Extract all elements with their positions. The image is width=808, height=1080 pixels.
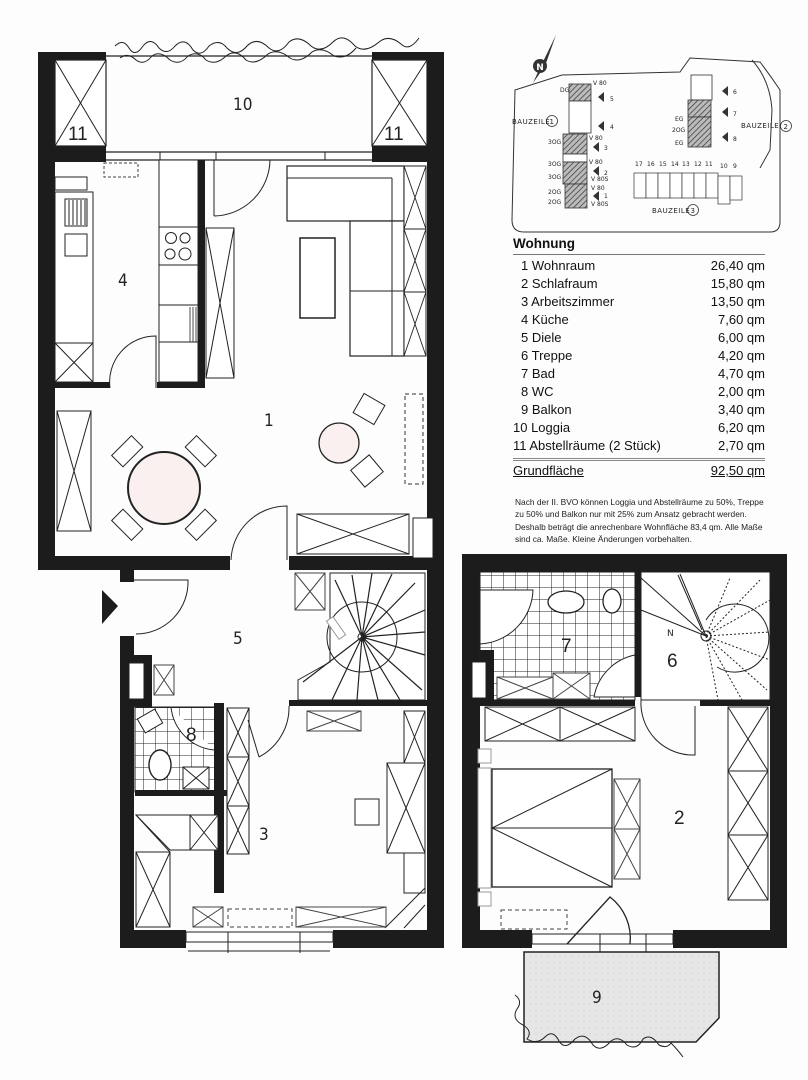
svg-text:2: 2 (604, 170, 608, 177)
sofa-icon (286, 165, 405, 357)
room-label-3: 3 (259, 825, 269, 845)
svg-text:N: N (536, 63, 544, 73)
svg-text:V 80: V 80 (593, 80, 607, 87)
living-kitchen-area: 1 4 (38, 151, 444, 570)
room-label-1: 1 (264, 411, 274, 431)
svg-text:EG: EG (675, 140, 684, 147)
svg-text:2OG: 2OG (548, 199, 562, 206)
svg-text:3: 3 (604, 145, 608, 152)
radiator-icon (64, 198, 88, 257)
svg-text:2: 2 (784, 123, 789, 131)
svg-text:11: 11 (705, 161, 713, 168)
svg-text:17: 17 (635, 161, 643, 168)
legend-row: 11 Abstellräume (2 Stück)2,70 qm (513, 438, 765, 453)
svg-text:BAUZEILE: BAUZEILE (741, 122, 779, 130)
site-plan: N DG 3OG 3OG 3OG 2OG 2OG 5 4 3 2 1 V (511, 35, 792, 233)
svg-text:14: 14 (671, 161, 679, 168)
spiral-stair-icon (294, 572, 426, 701)
svg-text:1: 1 (604, 193, 608, 200)
bauzeile-1: DG 3OG 3OG 3OG 2OG 2OG 5 4 3 2 1 V 80 V … (512, 80, 614, 209)
svg-text:7: 7 (733, 111, 737, 118)
side-table-icon (318, 392, 386, 488)
svg-text:2OG: 2OG (672, 127, 686, 134)
stove-icon (164, 232, 192, 261)
svg-text:6: 6 (733, 89, 737, 96)
washbasin-icon-bath (547, 590, 585, 614)
svg-text:V 80S: V 80S (591, 176, 609, 183)
bed-icon (477, 748, 613, 907)
chair-icon (354, 798, 380, 826)
bauzeile-3: 17 16 15 14 13 12 11 10 9 BAUZEILE 3 (633, 161, 743, 216)
balcony-area: 9 (514, 951, 720, 1058)
dining-table-icon (110, 434, 218, 542)
room-label-6: 6 (667, 651, 678, 672)
svg-text:2OG: 2OG (548, 189, 562, 196)
coffee-table-icon (299, 237, 336, 319)
room-label-9: 9 (592, 988, 602, 1008)
svg-text:15: 15 (659, 161, 667, 168)
svg-text:8: 8 (733, 136, 737, 143)
bath-bedroom-area: N 7 6 2 (462, 554, 787, 952)
room-label-11-left: 11 (68, 124, 88, 145)
room-label-8: 8 (186, 725, 197, 746)
svg-text:BAUZEILE: BAUZEILE (652, 207, 690, 215)
svg-text:12: 12 (694, 161, 702, 168)
room-label-4: 4 (118, 271, 128, 291)
toilet-icon (148, 749, 172, 781)
room-label-2: 2 (674, 808, 685, 829)
svg-text:13: 13 (682, 161, 690, 168)
svg-text:N: N (667, 629, 674, 639)
bauzeile-2: EG 2OG EG 6 7 8 BAUZEILE 2 (672, 74, 792, 148)
svg-text:3OG: 3OG (548, 174, 562, 181)
svg-text:V 80: V 80 (591, 185, 605, 192)
svg-text:V 80: V 80 (589, 159, 603, 166)
svg-text:9: 9 (733, 163, 737, 170)
washbasin-icon (136, 708, 164, 734)
room-label-7: 7 (561, 636, 572, 657)
svg-text:DG: DG (560, 87, 570, 94)
room-label-5: 5 (233, 629, 243, 649)
area-note: Nach der II. BVO können Loggia und Abste… (515, 497, 764, 545)
svg-text:3OG: 3OG (548, 139, 562, 146)
compass-icon: N (533, 35, 556, 83)
svg-text:4: 4 (610, 124, 614, 131)
entrance-arrow-icon (102, 590, 118, 624)
svg-text:5: 5 (610, 96, 614, 103)
svg-text:3OG: 3OG (548, 161, 562, 168)
svg-text:10: 10 (720, 163, 728, 170)
svg-text:BAUZEILE: BAUZEILE (512, 118, 550, 126)
spiral-stair-icon-2: N (640, 571, 771, 701)
svg-text:V 80: V 80 (589, 135, 603, 142)
svg-text:16: 16 (647, 161, 655, 168)
svg-text:1: 1 (550, 118, 555, 126)
room-label-11-right: 11 (384, 124, 404, 145)
hall-study-area: 5 8 3 (102, 570, 444, 953)
legend-title: Wohnung (513, 236, 765, 255)
plants-decoration-2 (514, 994, 684, 1058)
svg-text:EG: EG (675, 116, 684, 123)
svg-text:3: 3 (691, 207, 696, 215)
room-label-10: 10 (233, 95, 252, 115)
loggia-area: 10 11 11 (38, 37, 444, 152)
svg-text:V 80S: V 80S (591, 201, 609, 208)
toilet-icon-bath (602, 588, 622, 614)
